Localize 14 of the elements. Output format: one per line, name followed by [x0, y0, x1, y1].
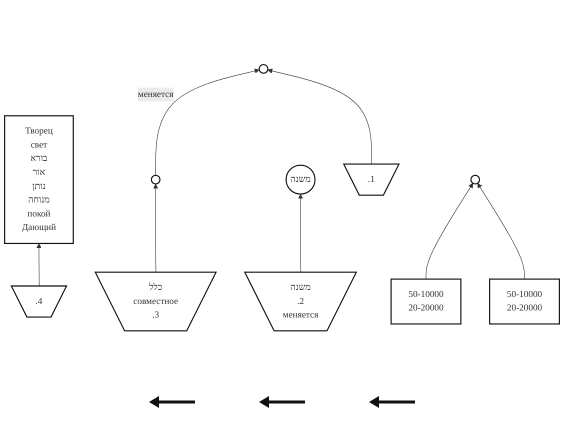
arrow	[36, 242, 42, 286]
node-circle	[470, 174, 480, 184]
arrow	[155, 68, 260, 176]
node-circle	[258, 64, 268, 74]
edge-label: меняется	[138, 89, 174, 99]
node-circle: משנה	[286, 164, 316, 194]
node-box: 50-10000 20-20000	[390, 278, 462, 324]
arrow	[153, 183, 158, 273]
node-circle	[150, 174, 161, 184]
arrow	[477, 182, 525, 280]
arrow	[426, 182, 474, 280]
arrow	[267, 68, 372, 164]
node-box: 50-10000 20-20000	[489, 278, 560, 324]
arrow	[298, 194, 304, 273]
